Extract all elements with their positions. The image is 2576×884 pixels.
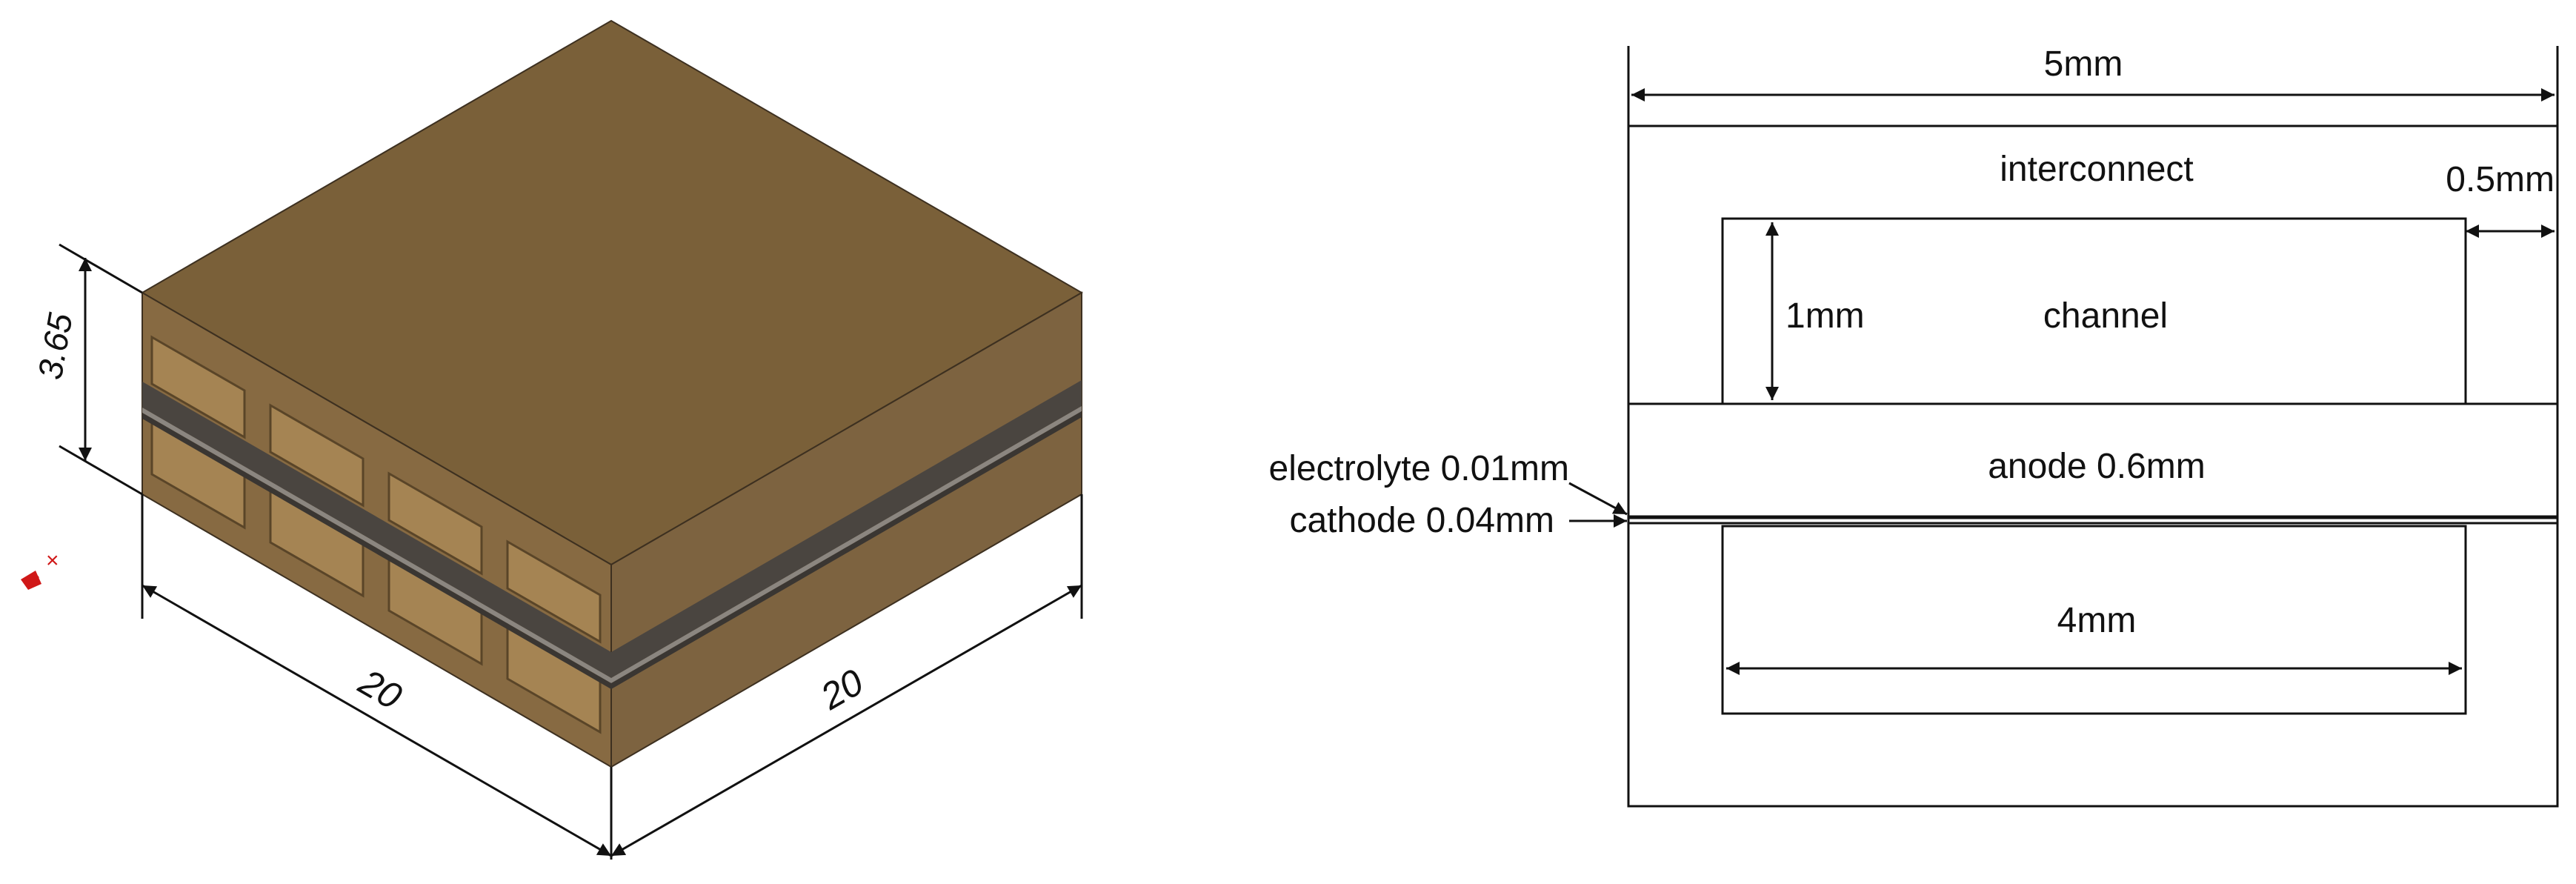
channel-label: channel bbox=[2043, 296, 2168, 336]
lower-channel bbox=[1721, 525, 2467, 715]
height-label: 3.65 bbox=[30, 310, 80, 382]
width-dimension-label: 5mm bbox=[2044, 44, 2123, 84]
channel-width-label: 4mm bbox=[2057, 601, 2137, 640]
anode-label: anode 0.6mm bbox=[1988, 447, 2206, 486]
cross-section: 5mm interconnect 0.5mm 1mm channel anode… bbox=[1269, 44, 2559, 808]
electrolyte-label: electrolyte 0.01mm bbox=[1269, 449, 1570, 488]
rib-width-label: 0.5mm bbox=[2446, 160, 2555, 199]
axis-triad-icon: × bbox=[21, 548, 59, 590]
width-label: 20 bbox=[352, 661, 409, 718]
isometric-view: 3.65 20 20 × bbox=[21, 19, 1083, 860]
anode-layer bbox=[1627, 402, 2559, 518]
electrolyte-leader bbox=[1568, 482, 1628, 516]
depth-dimension bbox=[610, 494, 1083, 857]
depth-label: 20 bbox=[813, 661, 871, 718]
axis-x-label: × bbox=[46, 548, 59, 573]
height-dimension bbox=[59, 243, 143, 496]
channel-height-label: 1mm bbox=[1785, 296, 1865, 336]
interconnect-label: interconnect bbox=[2000, 150, 2194, 189]
cathode-label: cathode 0.04mm bbox=[1289, 501, 1554, 540]
